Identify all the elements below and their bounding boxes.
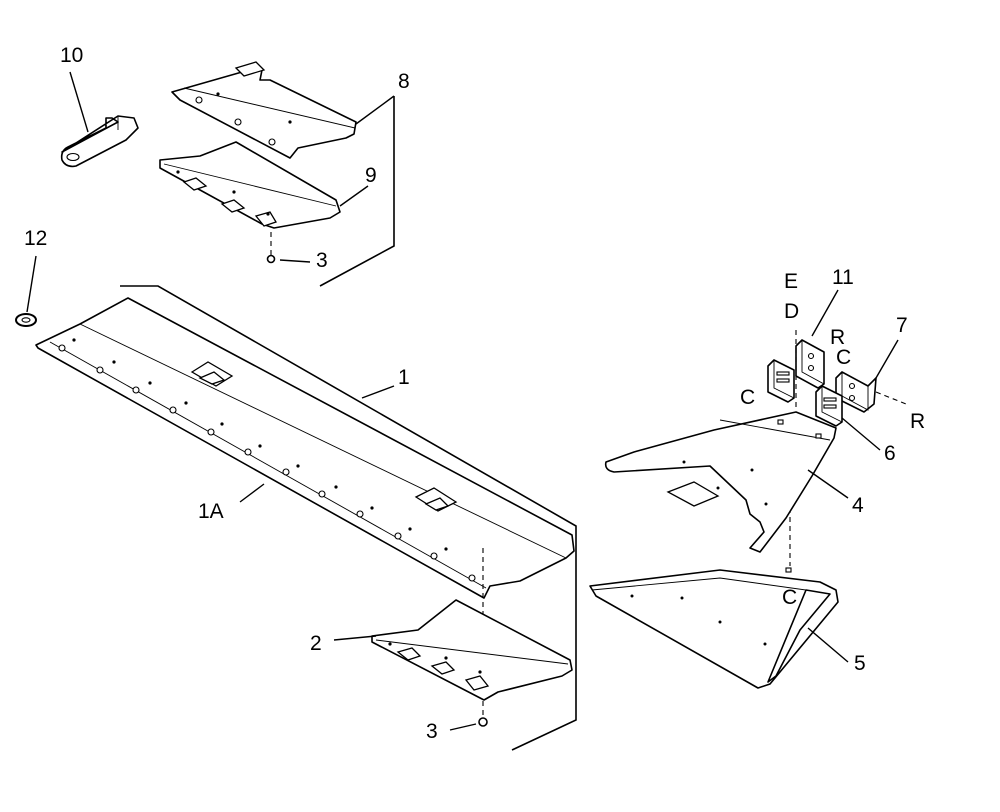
connector-e: E — [784, 270, 798, 293]
callout-3-top: 3 — [316, 249, 328, 272]
connector-r-right: R — [910, 410, 925, 433]
grouping-brackets — [120, 96, 577, 751]
part-1-main-shield — [35, 297, 575, 599]
part-11-bracket — [795, 339, 825, 389]
connector-c-bottom: C — [782, 586, 797, 609]
fastener-3-bottom — [478, 717, 488, 727]
connector-c-left: C — [740, 386, 755, 409]
callout-1a: 1A — [198, 500, 224, 523]
callout-11: 11 — [832, 266, 854, 289]
part-10-latch — [60, 115, 139, 168]
part-5-base-plate — [589, 567, 839, 689]
callout-10: 10 — [60, 44, 83, 67]
callout-6: 6 — [884, 442, 896, 465]
part-8-upper-shield — [171, 61, 357, 159]
part-2-small-shield — [371, 599, 573, 701]
left-clip-bracket — [767, 359, 795, 403]
alignment-line-bracket-7 — [875, 391, 907, 405]
callout-9: 9 — [365, 164, 377, 187]
callout-4: 4 — [852, 494, 864, 517]
callout-5: 5 — [854, 652, 866, 675]
callout-1: 1 — [398, 366, 410, 389]
callout-8: 8 — [398, 70, 410, 93]
fastener-3-top — [266, 232, 276, 264]
part-6-bracket — [815, 385, 843, 427]
leader-lines — [26, 71, 899, 731]
connector-c-upper: C — [836, 346, 851, 369]
connector-d: D — [784, 300, 799, 323]
callout-7: 7 — [896, 314, 908, 337]
callout-12: 12 — [24, 227, 47, 250]
part-12-washer — [15, 313, 37, 327]
connector-r-upper: R — [830, 326, 845, 349]
callout-3-bottom: 3 — [426, 720, 438, 743]
callout-2: 2 — [310, 632, 322, 655]
part-4-shaped-plate — [604, 411, 837, 553]
part-9-small-shield — [159, 141, 341, 229]
